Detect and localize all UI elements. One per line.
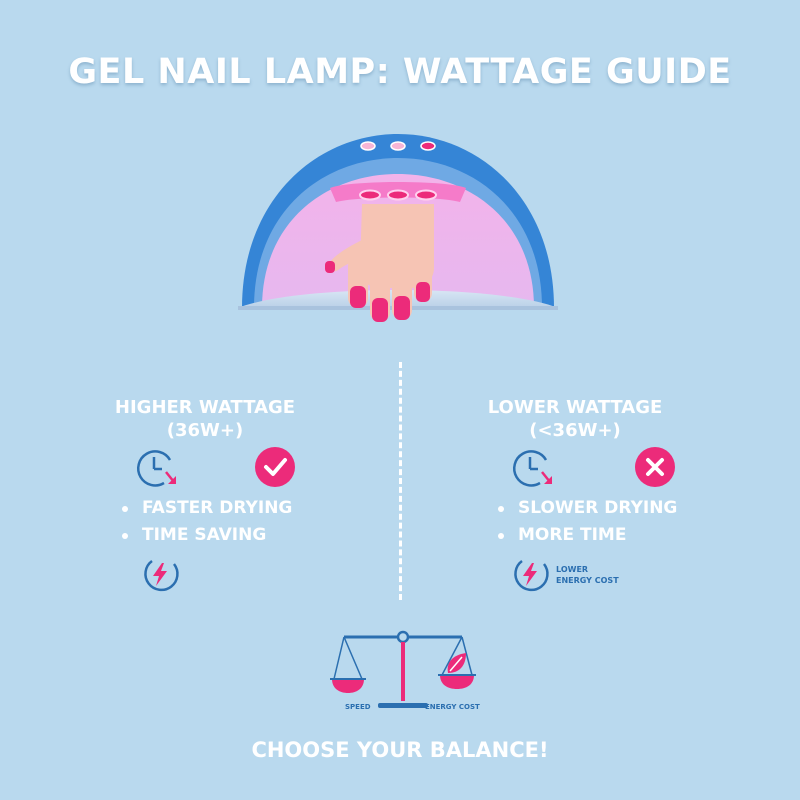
list-item: TIME SAVING: [120, 522, 292, 549]
scale-speed-label: SPEED: [345, 703, 371, 711]
cross-badge: [635, 447, 675, 487]
list-item: FASTER DRYING: [120, 495, 292, 522]
scale-energy-cost-label: ENERGY COST: [425, 703, 480, 711]
lightning-icon: [514, 559, 549, 592]
lamp-indicator-lights: [360, 141, 436, 151]
lower-wattage-section: LOWER WATTAGE (<36W+) SLOWER DRYING MORE…: [430, 396, 730, 592]
higher-wattage-title: HIGHER WATTAGE: [114, 397, 296, 418]
scale-icon: [330, 630, 476, 708]
tagline: CHOOSE YOUR BALANCE!: [251, 738, 549, 762]
hand-illustration: [325, 204, 434, 322]
energy-note-line1: LOWER: [556, 565, 589, 574]
lower-wattage-range: (<36W+): [529, 420, 621, 441]
energy-cost-note: LOWER ENERGY COST: [556, 564, 619, 586]
energy-note-line2: ENERGY COST: [556, 576, 619, 585]
lower-wattage-heading: LOWER WATTAGE (<36W+): [430, 396, 720, 442]
lightning-icon: [144, 559, 179, 592]
list-item: MORE TIME: [496, 522, 677, 549]
higher-wattage-benefits: FASTER DRYING TIME SAVING: [120, 495, 292, 549]
center-divider: [399, 362, 402, 600]
clock-icon: [137, 450, 176, 487]
clock-icon: [513, 450, 552, 487]
leaf-icon: [447, 653, 466, 673]
cross-icon: [646, 458, 664, 476]
check-icon: [264, 458, 287, 476]
lower-wattage-title: LOWER WATTAGE: [487, 397, 663, 418]
lower-wattage-tradeoffs: SLOWER DRYING MORE TIME: [496, 495, 677, 549]
check-badge: [255, 447, 295, 487]
higher-wattage-heading: HIGHER WATTAGE (36W+): [55, 396, 355, 442]
higher-wattage-range: (36W+): [166, 420, 244, 441]
page-title: GEL NAIL LAMP: WATTAGE GUIDE: [68, 52, 732, 92]
list-item: SLOWER DRYING: [496, 495, 677, 522]
lamp-led-lights: [359, 189, 437, 201]
higher-wattage-section: HIGHER WATTAGE (36W+) FASTER DRYING TIME…: [60, 396, 360, 592]
nail-lamp-illustration: [238, 134, 558, 322]
